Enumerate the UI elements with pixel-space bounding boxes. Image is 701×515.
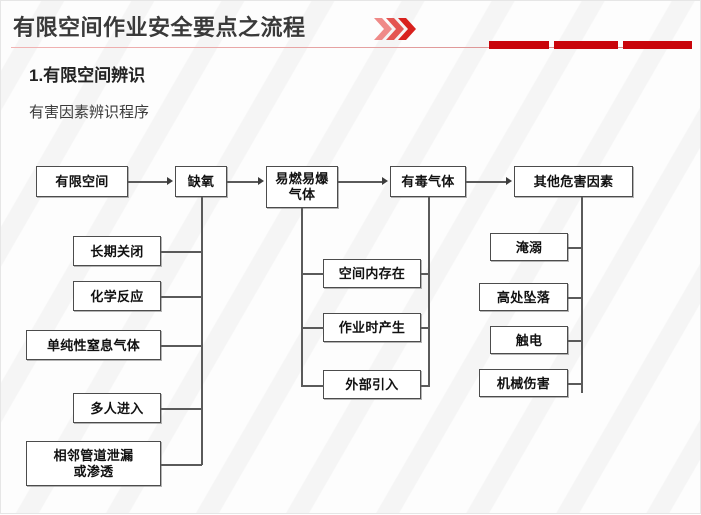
connector-line-oxygen-1 xyxy=(161,251,202,253)
connector-line-n3-n4 xyxy=(338,181,383,183)
connector-line-n1-n2 xyxy=(128,181,168,183)
section-subtitle: 有害因素辨识程序 xyxy=(29,104,150,121)
flow-node-drowning[interactable]: 淹溺 xyxy=(490,233,568,261)
header-divider-line xyxy=(11,47,692,48)
flow-node-flammable-gas[interactable]: 易燃易爆 气体 xyxy=(266,166,338,208)
flow-node-exists-in-space[interactable]: 空间内存在 xyxy=(323,259,421,288)
flow-node-confined-space[interactable]: 有限空间 xyxy=(36,166,128,197)
flow-node-simple-asphyxiant-gas[interactable]: 单纯性窒息气体 xyxy=(26,330,161,360)
connector-line-other-4 xyxy=(568,383,582,385)
trunk-line-oxygen xyxy=(201,197,203,465)
flow-node-multiple-people-entry[interactable]: 多人进入 xyxy=(73,393,161,423)
header-accent-bar-2 xyxy=(554,41,618,49)
connector-line-other-1 xyxy=(568,247,582,249)
flow-node-chemical-reaction[interactable]: 化学反应 xyxy=(73,281,161,311)
flow-node-adjacent-pipe-leak[interactable]: 相邻管道泄漏 或渗透 xyxy=(26,441,161,486)
arrow-head-n3-n4 xyxy=(382,177,388,185)
header-accent-bar-3 xyxy=(623,41,692,49)
connector-line-flammable-left-2 xyxy=(301,327,324,329)
flow-node-adjacent-pipe-leak-line1: 相邻管道泄漏 xyxy=(53,447,134,463)
connector-line-oxygen-5 xyxy=(161,464,202,466)
flow-node-flammable-gas-line2: 气体 xyxy=(288,187,316,202)
connector-line-n2-n3 xyxy=(227,181,259,183)
trunk-line-flammable xyxy=(301,208,303,386)
flow-node-external-introduction[interactable]: 外部引入 xyxy=(323,370,421,399)
connector-line-other-2 xyxy=(568,297,582,299)
connector-line-n4-n5 xyxy=(466,181,507,183)
connector-line-oxygen-4 xyxy=(161,408,202,410)
flow-node-other-hazards[interactable]: 其他危害因素 xyxy=(514,166,633,197)
flow-node-flammable-gas-line1: 易燃易爆 xyxy=(275,171,329,186)
flow-node-toxic-gas[interactable]: 有毒气体 xyxy=(390,166,466,197)
connector-line-oxygen-3 xyxy=(161,345,202,347)
section-heading: 1.有限空间辨识 xyxy=(29,66,146,85)
connector-line-flammable-right-3 xyxy=(421,385,430,387)
double-chevron-right-icon xyxy=(373,16,419,42)
arrow-head-n1-n2 xyxy=(167,177,173,185)
flow-node-generated-during-work[interactable]: 作业时产生 xyxy=(323,313,421,342)
flow-node-electric-shock[interactable]: 触电 xyxy=(490,326,568,354)
connector-line-flammable-right-2 xyxy=(421,327,430,329)
arrow-head-n4-n5 xyxy=(506,177,512,185)
connector-line-oxygen-2 xyxy=(161,296,202,298)
connector-line-other-3 xyxy=(568,340,582,342)
flow-node-fall-from-height[interactable]: 高处坠落 xyxy=(479,283,568,311)
page-title: 有限空间作业安全要点之流程 xyxy=(13,15,306,40)
flow-node-mechanical-injury[interactable]: 机械伤害 xyxy=(479,369,568,397)
connector-line-flammable-left-3 xyxy=(301,385,324,387)
arrow-head-n2-n3 xyxy=(258,177,264,185)
connector-line-flammable-left-1 xyxy=(301,273,324,275)
trunk-line-toxic xyxy=(428,197,430,386)
flow-node-adjacent-pipe-leak-line2: 或渗透 xyxy=(73,463,114,479)
flow-node-long-term-closed[interactable]: 长期关闭 xyxy=(73,236,161,266)
trunk-line-other xyxy=(581,197,583,393)
flow-node-oxygen-deficiency[interactable]: 缺氧 xyxy=(175,166,227,197)
header-accent-bar-1 xyxy=(489,41,549,49)
connector-line-flammable-right-1 xyxy=(421,273,430,275)
slide-header: 有限空间作业安全要点之流程 xyxy=(1,1,701,53)
